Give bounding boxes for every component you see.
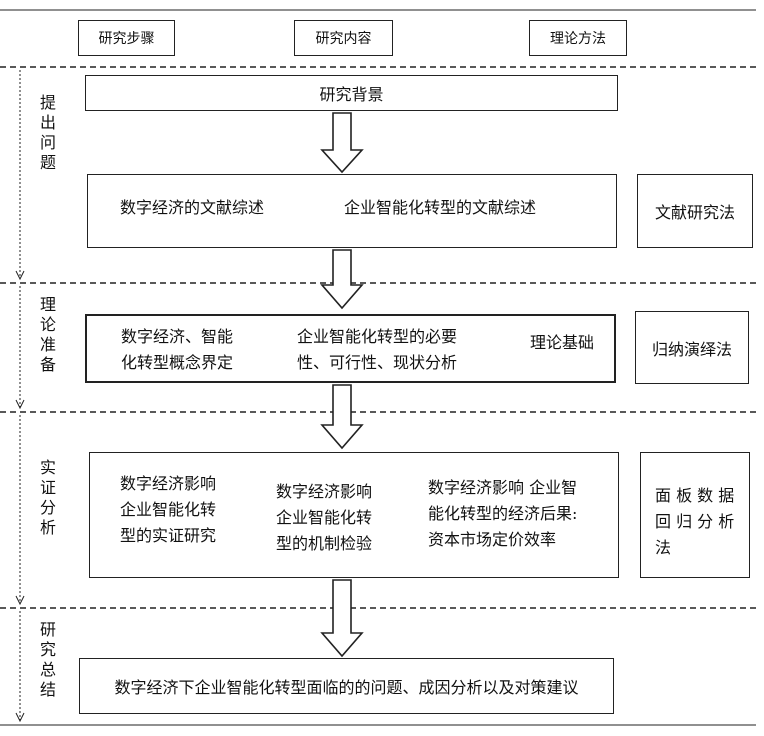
emp-mechanism-test-2: 企业智能化转: [276, 508, 373, 527]
method-panel-regression: 面 板 数 据 回 归 分 析 法: [640, 452, 750, 578]
literature-review-box: 数字经济的文献综述 企业智能化转型的文献综述: [87, 174, 617, 248]
prep-necessity-analysis-2: 性、可行性、现状分析: [297, 353, 458, 372]
prep-necessity-analysis-1: 企业智能化转型的必要: [297, 327, 458, 346]
left-stage-arrows: [15, 70, 25, 723]
emp-economic-consequence-3: 资本市场定价效率: [428, 530, 557, 549]
flow-arrows: [320, 112, 364, 658]
method-literature-research: 文献研究法: [637, 174, 753, 248]
emp-empirical-study-3: 型的实证研究: [120, 526, 217, 545]
stage-label-summary: 研究总结: [39, 620, 56, 699]
prep-theory-basis: 理论基础: [530, 333, 595, 352]
prep-concept-definition-1: 数字经济、智能: [121, 327, 234, 346]
emp-empirical-study-2: 企业智能化转: [120, 500, 217, 519]
theory-preparation-box: 数字经济、智能 化转型概念界定 企业智能化转型的必要 性、可行性、现状分析 理论…: [85, 314, 616, 383]
arrow-1: [320, 112, 364, 174]
stage-label-problem: 提出问题: [39, 93, 56, 172]
research-background-box: 研究背景: [85, 75, 618, 111]
arrow-2: [320, 249, 364, 310]
method-panel-regression-2: 回 归 分 析: [655, 512, 735, 531]
research-summary-box: 数字经济下企业智能化转型面临的的问题、成因分析以及对策建议: [79, 658, 614, 714]
arrow-4: [320, 579, 364, 658]
emp-empirical-study-1: 数字经济影响: [120, 474, 217, 493]
header-research-content: 研究内容: [294, 20, 393, 56]
review-enterprise-intelligence: 企业智能化转型的文献综述: [344, 198, 537, 217]
method-panel-regression-3: 法: [655, 538, 672, 557]
prep-concept-definition-2: 化转型概念界定: [121, 353, 234, 372]
stage-label-theory: 理论准备: [39, 295, 56, 374]
emp-mechanism-test-1: 数字经济影响: [276, 482, 373, 501]
emp-economic-consequence-2: 能化转型的经济后果:: [428, 504, 578, 523]
method-induction-deduction: 归纳演绎法: [635, 311, 749, 384]
review-digital-economy: 数字经济的文献综述: [120, 198, 265, 217]
header-theory-methods: 理论方法: [529, 20, 627, 56]
header-research-steps: 研究步骤: [78, 20, 175, 56]
empirical-analysis-box: 数字经济影响 企业智能化转 型的实证研究 数字经济影响 企业智能化转 型的机制检…: [89, 452, 619, 578]
stage-label-empirical: 实证分析: [39, 458, 56, 537]
emp-economic-consequence-1: 数字经济影响 企业智: [428, 478, 578, 497]
emp-mechanism-test-3: 型的机制检验: [276, 534, 373, 553]
method-panel-regression-1: 面 板 数 据: [655, 486, 735, 505]
arrow-3: [320, 384, 364, 450]
